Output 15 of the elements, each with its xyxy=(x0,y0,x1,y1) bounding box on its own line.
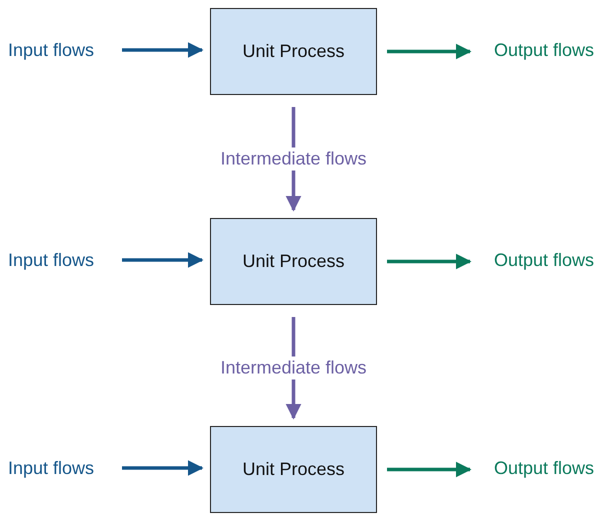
input-label: Input flows xyxy=(8,454,118,482)
arrow xyxy=(122,460,204,476)
input-label: Input flows xyxy=(8,36,118,64)
output-label: Output flows xyxy=(474,36,594,64)
input-label: Input flows xyxy=(8,246,118,274)
arrow xyxy=(122,252,204,268)
arrow xyxy=(387,254,472,270)
arrow xyxy=(122,42,204,58)
process-box: Unit Process xyxy=(210,8,377,95)
process-box: Unit Process xyxy=(210,426,377,513)
arrow xyxy=(387,462,472,478)
process-box: Unit Process xyxy=(210,218,377,305)
output-label: Output flows xyxy=(474,246,594,274)
arrow xyxy=(387,44,472,60)
output-label: Output flows xyxy=(474,454,594,482)
